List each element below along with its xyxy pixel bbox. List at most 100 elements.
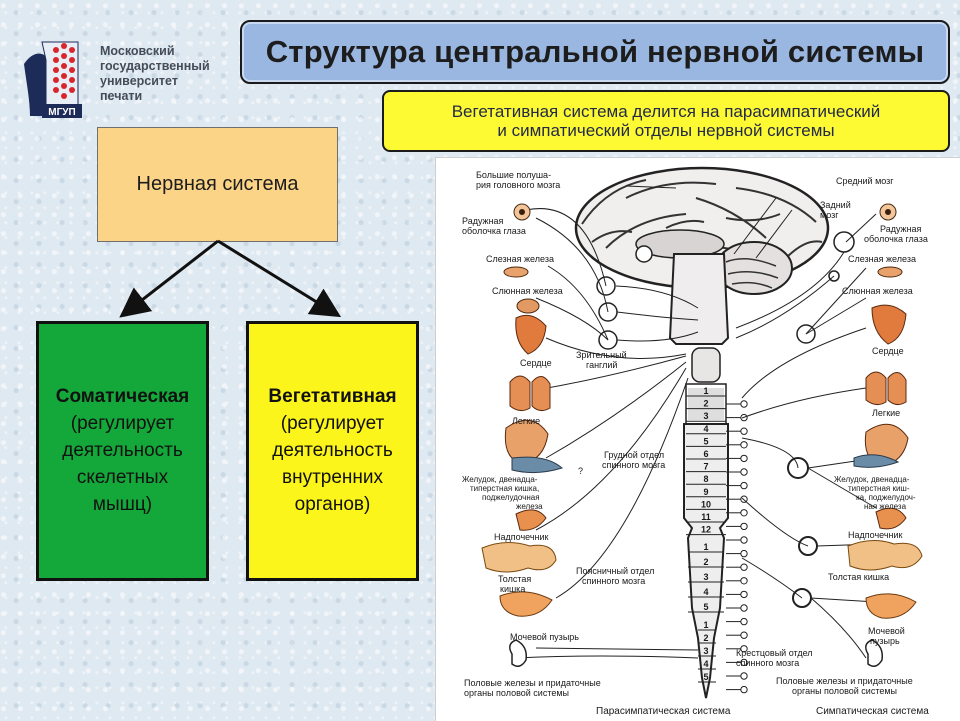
sympathetic-ganglia-chain <box>726 400 748 694</box>
label-stomach-3: поджелудочная <box>482 493 540 502</box>
label-hemispheres-2: рия головного мозга <box>476 180 560 190</box>
somatic-box: Соматическая (регулирует деятельность ск… <box>36 321 209 581</box>
chain-ganglion <box>740 563 748 571</box>
label-right-stomach-1: Желудок, двенадца- <box>834 475 910 484</box>
subtitle-box: Вегетативная система делится на парасимп… <box>382 90 950 152</box>
segment-number: 3 <box>703 411 708 421</box>
left-labels: Большие полуша- рия головного мозга Раду… <box>462 170 665 698</box>
label-lumbar-2: спинного мозга <box>582 576 645 586</box>
segment-number: 5 <box>703 672 708 682</box>
chain-ganglion <box>740 577 748 585</box>
label-adrenal: Надпочечник <box>494 532 549 542</box>
organ-icons-right <box>847 203 923 667</box>
chain-ganglion <box>740 536 748 544</box>
university-name: Московский государственный университет п… <box>100 44 240 104</box>
somatic-desc-line: мышц) <box>92 494 153 515</box>
vegetative-desc-line: деятельность <box>272 440 393 461</box>
label-stomach-4: железа <box>516 502 543 511</box>
label-right-iris-2: оболочка глаза <box>864 234 928 244</box>
segment-number: 2 <box>703 633 708 643</box>
segment-number: 5 <box>703 602 708 612</box>
segment-number: 3 <box>703 646 708 656</box>
label-optic-1: Зрительный <box>576 350 627 360</box>
label-stomach-2: типерстная кишка, <box>470 484 539 493</box>
label-right-stomach-4: ная железа <box>864 502 907 511</box>
chain-ganglion <box>740 522 748 531</box>
segment-number: 9 <box>703 487 708 497</box>
label-right-colon: Толстая кишка <box>828 572 889 582</box>
segment-number: 1 <box>703 542 708 552</box>
segment-number: 1 <box>703 386 708 396</box>
nervous-system-label: Нервная система <box>136 173 299 195</box>
label-hindbrain-2: мозг <box>820 210 839 220</box>
arrow-to-somatic <box>119 239 219 318</box>
label-bladder: Мочевой пузырь <box>510 632 579 642</box>
chain-ganglion <box>740 468 748 476</box>
chain-ganglion <box>740 685 748 694</box>
organ-icons-left <box>481 203 564 667</box>
somatic-title: Соматическая <box>55 386 190 407</box>
mgup-logo: МГУП <box>24 41 82 118</box>
segment-number: 8 <box>703 474 708 484</box>
spinal-cord-illustration <box>668 253 730 699</box>
chain-ganglion <box>740 631 748 639</box>
label-iris-2: оболочка глаза <box>462 226 526 236</box>
svg-text:МГУП: МГУП <box>48 107 75 118</box>
sacral-segments: 1 2 3 4 5 <box>698 620 716 683</box>
vegetative-desc-line: (регулирует <box>280 413 385 434</box>
subtitle-text: Вегетативная система делится на парасимп… <box>452 102 881 140</box>
chain-ganglion <box>740 509 748 517</box>
segment-number: 1 <box>703 620 708 630</box>
somatic-desc-line: скелетных <box>76 467 169 488</box>
chain-ganglion <box>740 400 748 408</box>
label-right-sexual-1: Половые железы и придаточные <box>776 676 913 686</box>
vegetative-box: Вегетативная (регулирует деятельность вн… <box>246 321 419 581</box>
segment-number: 10 <box>701 499 711 509</box>
label-midbrain: Средний мозг <box>836 176 894 186</box>
label-right-bladder-1: Мочевой <box>868 626 905 636</box>
label-iris-1: Радужная <box>462 216 504 226</box>
label-lacrimal: Слезная железа <box>486 254 554 264</box>
subtitle-line-2: и симпатический отделы нервной системы <box>497 121 835 140</box>
label-optic-2: ганглий <box>586 360 617 370</box>
slide-title-text: Структура центральной нервной системы <box>265 34 925 69</box>
label-lungs: Легкие <box>512 416 540 426</box>
somatic-desc-line: (регулирует <box>70 413 175 434</box>
label-right-stomach-3: ка, поджелудоч- <box>856 493 916 502</box>
slide-title: Структура центральной нервной системы <box>240 20 950 84</box>
label-hemispheres-1: Большие полуша- <box>476 170 551 180</box>
label-thoracic-1: Грудной отдел <box>604 450 664 460</box>
chain-ganglion <box>740 617 748 626</box>
vegetative-title: Вегетативная <box>268 386 397 407</box>
right-labels: Средний мозг Задний мозг Радужная оболоч… <box>736 176 928 696</box>
segment-number: 7 <box>703 462 708 472</box>
label-sexual-1: Половые железы и придаточные <box>464 678 601 688</box>
chain-ganglion <box>740 590 748 599</box>
segment-number: 2 <box>703 557 708 567</box>
label-right-salivary: Слюнная железа <box>842 286 913 296</box>
label-hindbrain-1: Задний <box>820 200 851 210</box>
label-colon-2: кишка <box>500 584 525 594</box>
chain-ganglion <box>740 672 748 680</box>
label-stomach-1: Желудок, двенадца- <box>462 475 538 484</box>
segment-number: 5 <box>703 436 708 446</box>
hierarchy-arrows <box>119 239 342 318</box>
label-right-sexual-2: органы половой системы <box>792 686 897 696</box>
label-sacral-1: Крестцовый отдел <box>736 648 813 658</box>
university-name-line: государственный <box>100 59 210 73</box>
chain-ganglion <box>740 481 748 490</box>
chain-ganglion <box>740 604 748 612</box>
label-thoracic-2: спинного мозга <box>602 460 665 470</box>
label-right-bladder-2: пузырь <box>870 636 900 646</box>
label-salivary: Слюнная железа <box>492 286 563 296</box>
label-lumbar-1: Поясничный отдел <box>576 566 654 576</box>
university-name-line: университет <box>100 74 178 88</box>
nerve-fibers <box>515 185 877 659</box>
label-right-adrenal: Надпочечник <box>848 530 903 540</box>
segment-number: 2 <box>703 399 708 409</box>
university-name-line: Московский <box>100 44 175 58</box>
segment-number: 4 <box>703 659 708 669</box>
